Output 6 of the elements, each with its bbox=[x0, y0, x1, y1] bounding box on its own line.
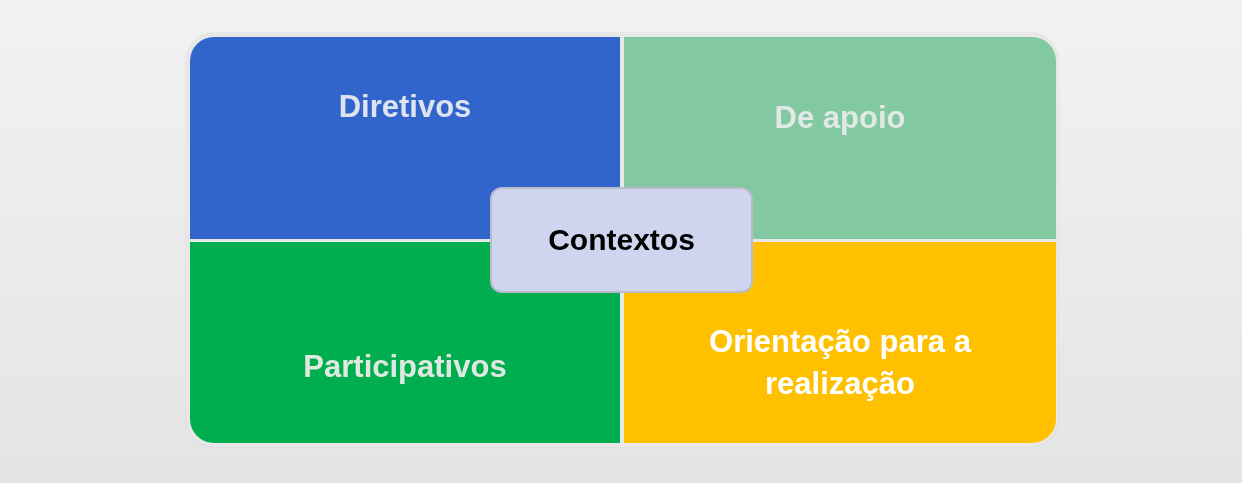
quadrant-label: Participativos bbox=[303, 347, 507, 386]
quadrant-label: Orientação para a realização bbox=[708, 322, 973, 403]
quadrant-label: De apoio bbox=[774, 99, 906, 137]
center-box bbox=[490, 187, 753, 293]
quadrant-label: Diretivos bbox=[338, 88, 472, 126]
center-label: Contextos bbox=[548, 222, 695, 258]
